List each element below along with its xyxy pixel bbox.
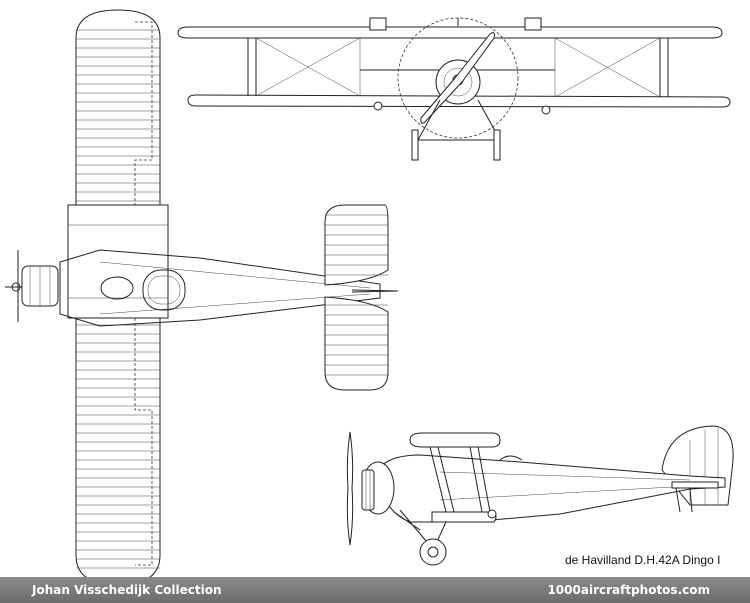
rear-cockpit [142,269,186,311]
lower-aileron [134,318,153,566]
side-wheel [419,538,447,566]
front-view [177,17,731,161]
plan-view [5,9,399,577]
side-engine [361,461,395,515]
side-propeller [346,431,354,546]
plan-fuselage [59,249,381,327]
side-fin-rudder [661,425,734,506]
front-upper-wing [177,26,723,39]
plan-rudder [351,289,399,293]
three-view-drawing [5,9,734,577]
side-view [346,425,734,566]
tail-ribs [325,214,388,376]
collection-credit: Johan Visschedijk Collection [32,583,222,597]
plan-stabilizer-lower [324,296,389,391]
plan-lower-wing [75,317,161,577]
side-upper-wing [409,432,501,448]
drawing-caption: de Havilland D.H.42A Dingo I [565,553,721,567]
website-credit: 1000aircraftphotos.com [547,583,710,597]
plan-engine [5,250,59,322]
front-cockpit [100,276,134,300]
upper-aileron [134,21,153,205]
side-lower-wing [431,511,497,523]
wing-ribs [76,29,160,569]
footer-bar: Johan Visschedijk Collection 1000aircraf… [0,577,750,603]
